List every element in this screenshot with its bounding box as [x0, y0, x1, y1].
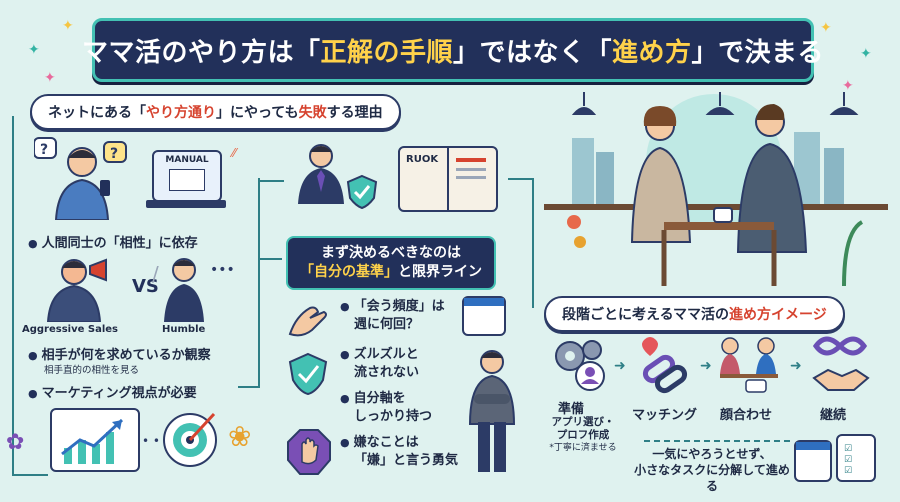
meeting-icon — [716, 334, 782, 396]
infinity-handshake-icon — [808, 330, 874, 396]
sparkle-icon: ✦ — [44, 70, 56, 86]
checklist-icon: ☑☑☑ — [836, 434, 876, 482]
left-bullet-3: マーケティング視点が必要 — [28, 382, 197, 401]
confused-person-illustration: ? ? — [33, 134, 134, 221]
step-label-prep: 準備 — [558, 402, 585, 417]
connector-line — [12, 474, 48, 476]
humble-label: Humble — [162, 324, 206, 335]
connector-line — [258, 178, 260, 388]
sparkle-icon: ✦ — [62, 18, 74, 34]
stop-hand-icon — [286, 428, 332, 476]
target-icon — [160, 408, 220, 470]
step-label-meeting: 顔合わせ — [720, 408, 773, 423]
connector-line — [532, 178, 534, 308]
calendar-icon — [794, 440, 832, 482]
connector-line — [508, 178, 534, 180]
gear-person-icon — [550, 334, 610, 394]
step-label-matching: マッチング — [632, 408, 698, 423]
shield-check-icon — [288, 352, 328, 396]
growth-chart-icon — [50, 408, 140, 472]
connector-line — [238, 386, 260, 388]
step-label-continue: 継続 — [820, 408, 847, 423]
sparkle-icon: ✦ — [842, 78, 854, 94]
step-prep-sub: アプリ選び・ プロフ作成 *丁寧に済ませる — [549, 416, 617, 453]
left-bullet-1: 人間同士の「相性」に依存 — [28, 232, 198, 251]
arrow-icon: ➜ — [790, 358, 802, 374]
calendar-icon — [462, 296, 506, 336]
divider-slash: / — [152, 262, 159, 286]
book-icon — [169, 169, 205, 191]
shield-check-icon — [346, 174, 378, 210]
connector-line — [12, 116, 14, 476]
svg-text:?: ? — [110, 146, 118, 162]
standing-man-illustration — [462, 346, 522, 476]
link-heart-icon — [636, 334, 692, 394]
book-spine — [447, 148, 449, 210]
tulip-icon: ❀ — [228, 420, 252, 453]
hand-icon — [286, 300, 330, 340]
aggressive-salesman-illustration — [40, 252, 114, 323]
left-bullet-2: 相手が何を求めているか観察 — [28, 344, 211, 363]
book-text-line — [456, 168, 486, 171]
dashed-divider — [644, 440, 790, 443]
open-book-icon: RUOK — [398, 146, 498, 212]
laptop-base — [146, 200, 226, 208]
aggressive-label: Aggressive Sales — [22, 324, 118, 335]
middle-heading-line1: まず決めるべきなのは — [321, 245, 461, 261]
cafe-couple-illustration — [544, 92, 888, 287]
laptop-screen: MANUAL — [152, 150, 222, 202]
svg-text:?: ? — [40, 142, 48, 158]
connector-line — [258, 180, 284, 182]
left-bullet-2-sub: 相手直的の相性を見る — [44, 365, 140, 376]
connector-line — [258, 258, 282, 260]
right-section-heading: 段階ごとに考えるママ活の進め方イメージ — [544, 296, 845, 332]
middle-section-heading: まず決めるべきなのは 「自分の基準」と限界ライン — [286, 236, 496, 290]
sparkle-icon: ✦ — [28, 42, 40, 58]
book-text-line — [456, 158, 486, 162]
manual-label: MANUAL — [165, 155, 209, 165]
arrow-icon: ➜ — [614, 358, 626, 374]
title-banner: ママ活のやり方は「正解の手順」ではなく「進め方」で決まる — [82, 18, 824, 82]
flower-icon: ✿ — [6, 430, 25, 455]
page-title: ママ活のやり方は「正解の手順」ではなく「進め方」で決まる — [81, 37, 825, 68]
sparkle-icon: ✦ — [820, 20, 832, 36]
checklist-marks: ☑☑☑ — [844, 444, 853, 476]
sparkle-icon: ✦ — [860, 46, 872, 62]
arrow-icon: ➜ — [700, 358, 712, 374]
vs-label: VS — [132, 276, 159, 297]
middle-item-4: 嫌なことは「嫌」と言う勇気 — [340, 434, 458, 470]
ellipsis-icon: ••• — [210, 262, 235, 278]
left-section-heading: ネットにある「やり方通り」にやっても失敗する理由 — [30, 94, 401, 130]
calendar-header — [464, 298, 504, 306]
right-footer-text: 一気にやろうとせず、 小さなタスクに分解して進める — [634, 447, 790, 493]
humble-man-illustration — [162, 252, 206, 322]
burst-icon: ⁄⁄ — [232, 146, 237, 160]
laptop-manual-illustration: MANUAL — [146, 150, 228, 220]
calendar-header — [796, 442, 830, 450]
middle-heading-line2: 「自分の基準」と限界ライン — [300, 264, 482, 280]
book-text-line — [456, 176, 486, 179]
book-label: RUOK — [406, 154, 439, 165]
businessman-icon — [296, 140, 346, 204]
